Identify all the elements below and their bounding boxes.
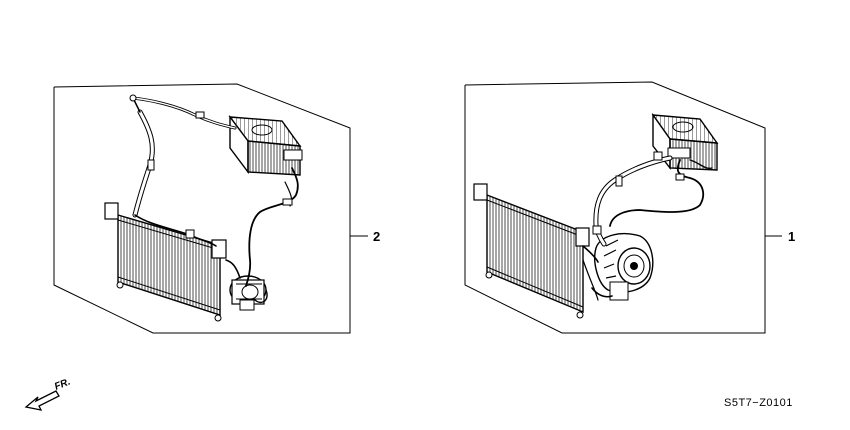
evaporator-right (651, 112, 719, 171)
condenser-left (104, 202, 227, 322)
condenser-right (473, 183, 590, 319)
fittings-left (129, 94, 293, 239)
fittings-right (592, 151, 685, 235)
arrow-left-icon (24, 390, 60, 411)
kit-right-frame (464, 81, 766, 334)
callout-number: 1 (788, 229, 795, 244)
kit-left (53, 83, 351, 334)
front-label: FR. (53, 377, 72, 393)
callout-2: 2 (350, 229, 380, 244)
kit-right (464, 81, 766, 334)
diagram-code: S5T7−Z0101 (724, 397, 793, 409)
callout-1: 1 (765, 229, 795, 244)
evaporator-left (228, 114, 303, 176)
front-direction-indicator: FR. (24, 377, 72, 411)
compressor-right (594, 232, 654, 301)
callout-number: 2 (373, 229, 380, 244)
kit-left-frame (53, 83, 351, 334)
